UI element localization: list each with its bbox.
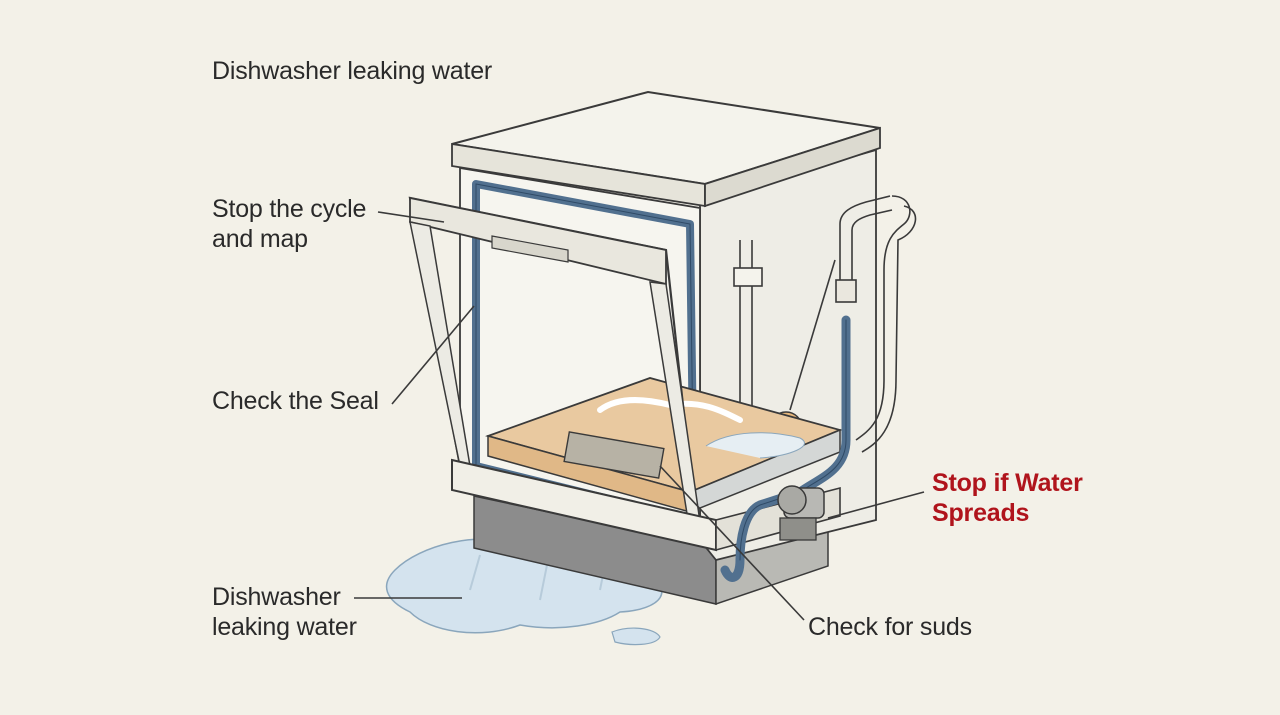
label-stop-water-spreads: Stop if Water Spreads [932,469,1083,527]
inlet-pipe [835,195,917,453]
page-title: Dishwasher leaking water [212,57,493,85]
leader-suds [659,465,805,621]
leader-stop-cycle [377,211,445,223]
label-check-suds: Check for suds [808,613,972,641]
label-leaking-water: Dishwasher leaking water [212,583,357,641]
door-frame [408,196,701,526]
top-lid [451,90,881,208]
leader-lines [354,211,925,621]
leader-seal [391,305,475,405]
leader-water [827,491,925,519]
drain-pump [777,485,825,541]
label-stop-cycle: Stop the cycle and map [212,195,367,253]
label-check-seal: Check the Seal [212,387,379,415]
